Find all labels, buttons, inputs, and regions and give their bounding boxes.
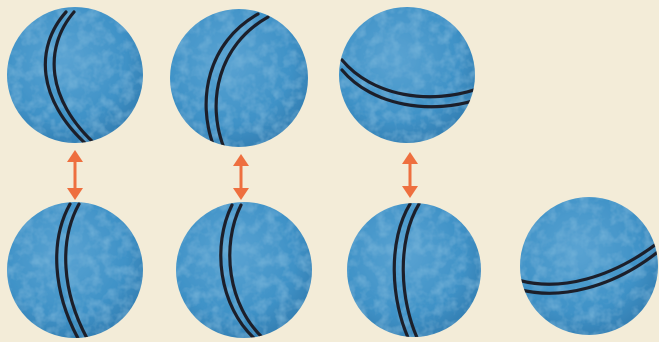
arrow-3 [402,152,418,198]
arrow-1 [67,150,83,200]
ball-bottom-4 [518,197,659,335]
ball-bottom-1 [7,202,143,342]
ball-top-2 [170,9,308,148]
arrow-2 [233,154,249,200]
ball-bottom-2 [176,202,312,340]
ball-bottom-3 [347,203,481,342]
ball-top-3 [339,7,482,143]
ball-top-1 [7,7,143,144]
